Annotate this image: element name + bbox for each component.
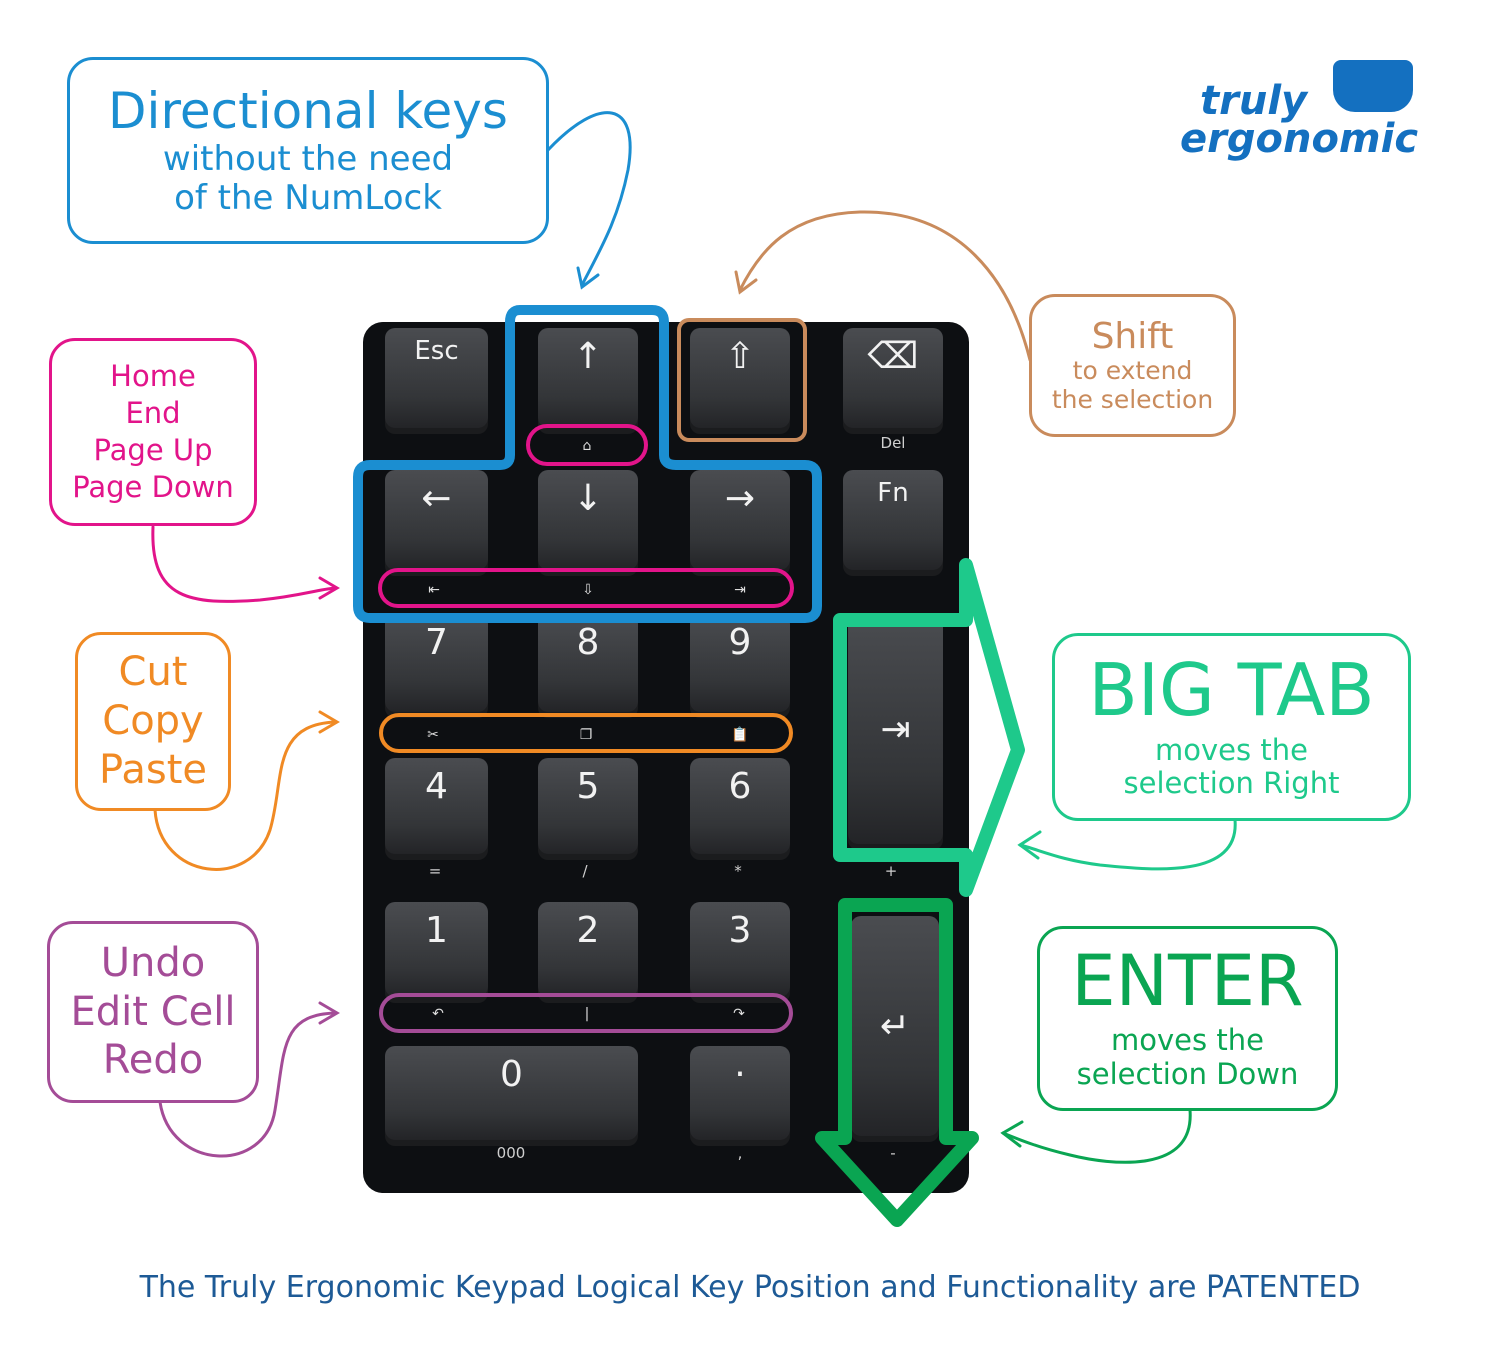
bigtab-arrow-outline — [833, 558, 1025, 897]
logo: truly ergonomic — [1180, 60, 1440, 170]
footer-patent-note: The Truly Ergonomic Keypad Logical Key P… — [139, 1270, 1361, 1305]
key-right[interactable]: → — [690, 470, 790, 570]
callout-bigtab: BIG TAB moves the selection Right — [1052, 633, 1411, 821]
key-8[interactable]: 8 — [538, 614, 638, 712]
key-9[interactable]: 9 — [690, 614, 790, 712]
enter-arrowhead — [1000, 1120, 1024, 1148]
paste-icon: 📋 — [731, 726, 748, 743]
edit-redo: Redo — [102, 1037, 204, 1084]
home-end-outline — [526, 424, 648, 466]
callout-navigation: Home End Page Up Page Down — [49, 338, 257, 526]
key-7[interactable]: 7 — [385, 614, 488, 712]
enter-line2: selection Down — [1076, 1056, 1299, 1091]
bigtab-line1: moves the — [1155, 732, 1308, 767]
sublegend-minus: - — [890, 1144, 896, 1162]
clip-copy: Copy — [102, 698, 204, 745]
end-icon: ⇥ — [734, 582, 746, 598]
directional-connector — [546, 111, 632, 287]
key-esc[interactable]: Esc — [385, 328, 488, 428]
sublegend-star: * — [734, 862, 742, 880]
key-6[interactable]: 6 — [690, 758, 790, 854]
clip-cut: Cut — [118, 649, 188, 696]
logo-line2: ergonomic — [1180, 116, 1419, 162]
key-4[interactable]: 4 — [385, 758, 488, 854]
undo-icon: ↶ — [432, 1006, 444, 1022]
sublegend-000: 000 — [496, 1144, 526, 1162]
pageup-pagedown-outline — [378, 568, 794, 608]
key-1[interactable]: 1 — [385, 902, 488, 997]
editing-outline — [379, 993, 793, 1033]
key-fn[interactable]: Fn — [843, 470, 943, 570]
page-down-icon: ⇩ — [582, 582, 594, 598]
shift-outline — [677, 318, 807, 442]
shift-connector — [738, 210, 1032, 362]
key-0[interactable]: 0 — [385, 1046, 638, 1140]
edit-undo: Undo — [100, 939, 206, 986]
key-dot[interactable]: · — [690, 1046, 790, 1140]
home-end-icon: ⌂ — [583, 438, 592, 454]
nav-page-down: Page Down — [72, 470, 234, 505]
cut-icon: ✂ — [427, 727, 439, 743]
clipboard-arrowhead — [318, 710, 340, 734]
key-2[interactable]: 2 — [538, 902, 638, 997]
bigtab-arrowhead — [1017, 830, 1042, 860]
bigtab-title: BIG TAB — [1088, 647, 1375, 732]
home-icon: ⇤ — [428, 582, 440, 598]
key-enter[interactable]: ↵ — [851, 916, 939, 1136]
nav-home: Home — [110, 358, 196, 393]
shift-line2: the selection — [1051, 385, 1214, 415]
redo-icon: ↷ — [733, 1006, 745, 1022]
key-up[interactable]: ↑ — [538, 328, 638, 428]
logo-line1: truly — [1200, 78, 1308, 124]
sublegend-slash: / — [582, 862, 588, 880]
sublegend-del: Del — [880, 434, 906, 452]
enter-arrow-outline — [815, 898, 979, 1227]
sublegend-equals: = — [428, 862, 442, 880]
callout-enter: ENTER moves the selection Down — [1037, 926, 1338, 1111]
copy-icon: ❐ — [580, 727, 593, 743]
navigation-connector — [151, 525, 337, 603]
key-tab[interactable]: ⇥ — [848, 614, 943, 844]
enter-connector — [1001, 1108, 1192, 1164]
navigation-arrowhead — [318, 576, 340, 600]
directional-arrowhead — [576, 266, 600, 290]
sublegend-plus: + — [884, 862, 898, 880]
editing-connector — [158, 1011, 337, 1158]
sublegend-comma: , — [737, 1144, 743, 1162]
nav-end: End — [125, 395, 181, 430]
enter-title: ENTER — [1071, 940, 1304, 1023]
key-shift[interactable]: ⇧ — [690, 328, 790, 428]
shift-arrowhead — [734, 270, 758, 295]
callout-directional: Directional keys without the need of the… — [67, 57, 549, 244]
key-backspace[interactable]: ⌫ — [843, 328, 943, 428]
edit-cell: Edit Cell — [70, 988, 236, 1035]
bigtab-connector — [1018, 818, 1237, 871]
directional-outline — [353, 305, 822, 623]
clip-paste: Paste — [99, 746, 207, 793]
shift-title: Shift — [1091, 316, 1174, 358]
shift-line1: to extend — [1072, 356, 1193, 386]
key-3[interactable]: 3 — [690, 902, 790, 997]
directional-title: Directional keys — [108, 81, 508, 140]
clipboard-outline — [379, 713, 793, 753]
callout-shift: Shift to extend the selection — [1029, 294, 1236, 437]
bigtab-line2: selection Right — [1123, 766, 1340, 800]
directional-line2: of the NumLock — [174, 178, 442, 219]
callout-clipboard: Cut Copy Paste — [75, 632, 231, 811]
clipboard-connector — [153, 720, 337, 871]
edit-cell-icon: | — [585, 1006, 590, 1022]
editing-arrowhead — [318, 1001, 340, 1025]
callout-editing: Undo Edit Cell Redo — [47, 921, 259, 1103]
key-5[interactable]: 5 — [538, 758, 638, 854]
logo-keycap-shape — [1333, 60, 1413, 112]
key-down[interactable]: ↓ — [538, 470, 638, 570]
key-left[interactable]: ← — [385, 470, 488, 570]
directional-line1: without the need — [162, 139, 454, 180]
nav-page-up: Page Up — [93, 433, 213, 467]
enter-line1: moves the — [1111, 1023, 1264, 1058]
